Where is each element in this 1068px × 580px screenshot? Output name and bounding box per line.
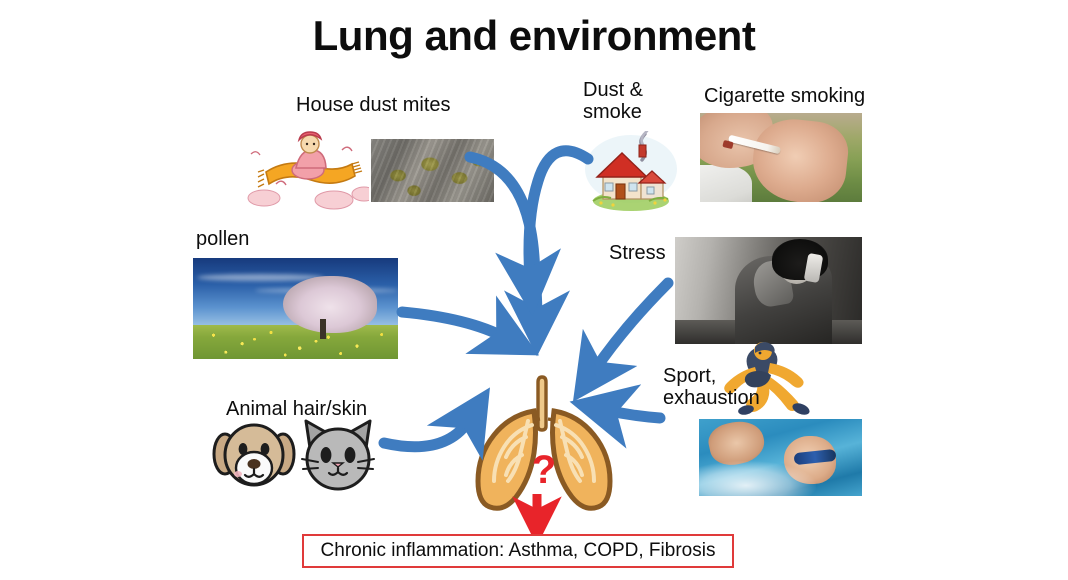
tree-photo-trunk: [320, 318, 327, 339]
outcome-text: Chronic inflammation: Asthma, COPD, Fibr…: [320, 540, 716, 561]
label-animal-hair-skin: Animal hair/skin: [226, 398, 368, 420]
dog-face-icon: [212, 423, 296, 487]
cigarette-photo-shirt: [700, 164, 752, 202]
cat-face-icon: [301, 419, 375, 491]
label-stress: Stress: [609, 242, 666, 264]
page-title: Lung and environment: [312, 12, 756, 59]
lungs-illustration: ?: [475, 375, 613, 511]
dust-mite-photo-texture: [371, 139, 494, 202]
dust-mite-photo: [371, 139, 494, 202]
outcome-box: Chronic inflammation: Asthma, COPD, Fibr…: [302, 534, 734, 568]
tree-photo-blossom-crown: [283, 276, 378, 333]
tree-photo-cloud: [197, 274, 325, 282]
pollen-tree-photo: [193, 258, 398, 359]
arrow-pollen-to-lungs: [396, 295, 540, 356]
swimmer-photo-splash: [699, 460, 817, 496]
tree-photo-dandelions: [193, 324, 398, 359]
swimmer-photo: [699, 419, 862, 496]
label-pollen: pollen: [196, 228, 250, 250]
arrow-dust-smoke-to-lungs: [495, 145, 594, 317]
stress-photo: [675, 237, 862, 344]
label-cigarette-smoking: Cigarette smoking: [704, 85, 866, 107]
cigarette-smoking-photo: [700, 113, 862, 202]
arrow-animal-to-lungs: [378, 387, 490, 461]
label-sport-exhaustion: Sport, exhaustion: [663, 365, 760, 410]
house-with-smoke-clipart: [585, 131, 677, 211]
lung-question-mark: ?: [532, 448, 556, 492]
label-dust-and-smoke: Dust & smoke: [583, 79, 644, 124]
flying-carpet-clipart: [247, 131, 369, 210]
arrow-stress-to-lungs: [572, 277, 674, 402]
speed-skater-clipart: [724, 341, 810, 415]
label-house-dust-mites: House dust mites: [296, 94, 451, 116]
